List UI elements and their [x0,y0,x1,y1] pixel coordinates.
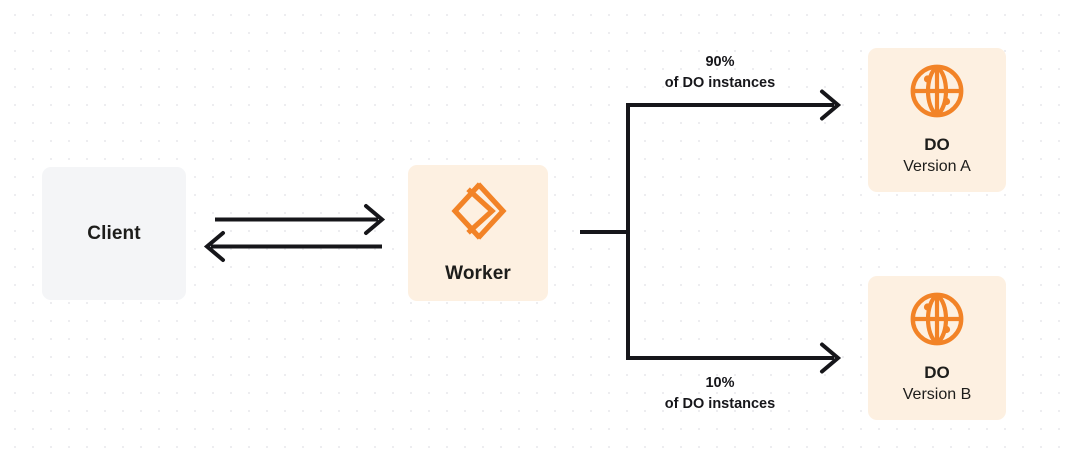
arrow-worker-to-do-a [628,89,842,121]
node-do-version-a: DO Version A [868,48,1006,192]
arrow-worker-to-client [203,231,382,262]
edge-label-do-a-percent: 90% [705,54,735,70]
node-worker-label: Worker [445,263,511,285]
node-do-version-b: DO Version B [868,276,1006,420]
node-do-a-sublabel: Version A [903,158,971,176]
branch-trunk [580,103,630,360]
node-client: Client [42,167,186,300]
node-client-label: Client [87,222,141,244]
node-do-a-label: DO [924,135,950,155]
edge-label-do-a-description: of DO instances [664,74,776,91]
globe-icon [908,62,966,120]
node-do-b-label: DO [924,363,950,383]
edge-label-do-b-description: of DO instances [664,395,776,412]
node-do-b-sublabel: Version B [902,386,972,404]
globe-icon [908,290,966,348]
arrow-client-to-worker [215,204,386,235]
node-worker: Worker [408,165,548,301]
edge-label-do-b: 10% of DO instances [608,373,832,414]
edge-label-do-b-percent: 10% [705,375,735,391]
edge-label-do-a: 90% of DO instances [608,52,832,93]
cloudflare-workers-icon [447,180,509,242]
arrow-worker-to-do-b [628,342,842,374]
